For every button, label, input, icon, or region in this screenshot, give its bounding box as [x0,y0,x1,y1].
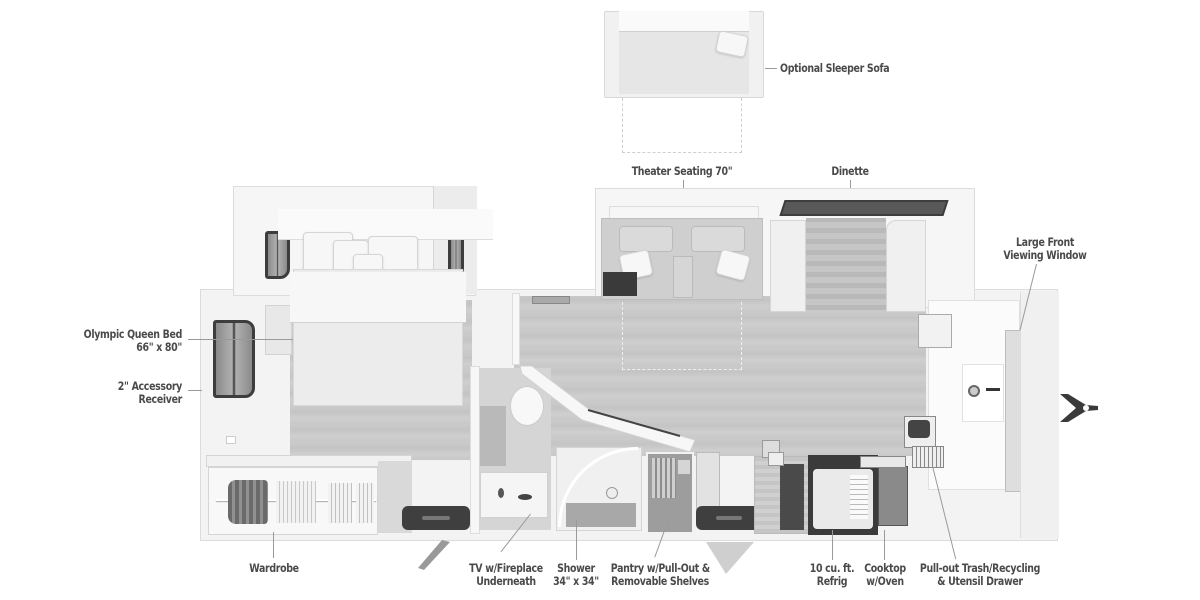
console [673,256,693,298]
bathroom [470,366,642,534]
dinette-floor [806,218,886,310]
refrigerator-shelf [850,475,868,519]
angled-tv-wall [519,365,696,453]
appliance-box-2 [768,452,784,466]
recliner-right-back [691,226,745,252]
dinette-table [779,200,949,216]
label-tv-fireplace-line1: TV w/Fireplace [469,561,543,575]
living-floor [514,296,926,456]
pantry-bin [678,460,690,474]
rear-door-swing [418,540,450,570]
overhead-vent [532,296,570,304]
recliner-left-back [619,226,673,252]
rear-window [213,320,255,398]
spice-rack [780,464,804,530]
label-wardrobe: Wardrobe [249,561,299,575]
label-refrig-line1: 10 cu. ft. [809,561,855,575]
sleeper-sofa-extended-outline [622,98,742,153]
wardrobe [206,455,412,537]
bathroom-tile [480,406,506,466]
entry-door-mat [696,506,762,530]
label-shower-line1: Shower [557,561,595,575]
shower-head [606,487,618,499]
cooktop-burners [860,456,906,468]
sink-drain [968,385,980,397]
pantry-pullout [696,452,720,510]
clothes-dark [228,480,268,524]
leader-shower [576,520,577,560]
label-cooktop-line2: w/Oven [866,574,904,588]
sink-faucet-kitchen [986,388,1000,391]
leader-queen-bed [188,339,293,340]
leader-wardrobe [273,532,274,558]
leader-refrig [832,530,833,560]
label-cooktop-line1: Cooktop [864,561,906,575]
label-dinette: Dinette [831,164,869,178]
leader-receiver [188,390,202,391]
hitch-icon [1060,394,1098,422]
dinette-bench-left [770,220,806,312]
sink-faucet [518,494,532,500]
label-large-front-window-line1: Large Front [1015,235,1075,249]
rear-door-mat [402,506,470,530]
clothes-light-2 [328,483,352,523]
label-queen-bed-line1: Olympic Queen Bed [83,327,183,341]
label-receiver-line1: 2" Accessory [117,379,183,393]
leader-cooktop [884,530,885,560]
label-receiver-line2: Receiver [138,392,183,406]
label-large-front-window-line2: Viewing Window [1003,248,1087,262]
shower-pan [566,503,636,527]
theater-extended-outline [622,302,742,370]
sofa-back [619,11,749,32]
upper-cabinets [918,314,952,348]
queen-bed [278,209,493,406]
label-theater-seating: Theater Seating 70" [631,164,733,178]
end-table [603,272,637,296]
vanity [480,472,548,518]
label-queen-bed-line2: 66" x 80" [136,340,182,354]
optional-sleeper-sofa [604,11,764,98]
label-tv-fireplace-line2: Underneath [476,574,536,588]
microwave-window [908,420,930,438]
label-refrig-line2: Refrig [816,574,848,588]
label-trash-line1: Pull-out Trash/Recycling [919,561,1041,575]
cooktop-oven [878,466,908,526]
label-optional-sleeper-sofa: Optional Sleeper Sofa [780,61,890,75]
clothes-light-3 [356,483,374,523]
entry-door-swing [706,542,754,574]
toilet [510,386,544,426]
trash-drawer [912,446,944,468]
label-pantry-line2: Removable Shelves [611,574,709,588]
pantry [646,452,694,534]
leader-sleeper-sofa [765,68,777,69]
label-pantry-line1: Pantry w/Pull-Out & [610,561,710,575]
tv-fireplace-unit [498,488,504,498]
refrigerator [808,455,878,535]
shower [556,447,642,531]
nightstand-cabinet [265,305,292,355]
front-cap [1020,292,1059,538]
label-shower-line2: 34" x 34" [553,574,599,588]
clothes-light-1 [276,481,316,523]
dinette-bench-right [886,220,926,312]
pantry-shelves [652,458,676,498]
outlet [226,436,236,444]
closet-wall [512,293,520,365]
bedroom-window-left [265,231,290,279]
theater-seating [601,206,763,302]
bed-fold [290,272,466,323]
label-trash-line2: & Utensil Drawer [937,574,1023,588]
